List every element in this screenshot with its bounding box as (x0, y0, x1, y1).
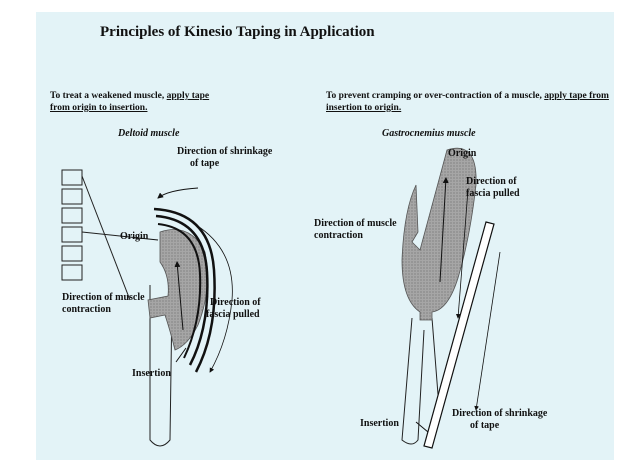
left-fascia-label-line1: Direction of (210, 297, 261, 308)
tibia-bone (402, 318, 424, 444)
left-fascia-label-line2: fascia pulled (206, 309, 260, 320)
right-contraction-label-line2: contraction (314, 230, 363, 241)
right-shrinkage-label-line1: Direction of shrinkage (452, 408, 547, 419)
left-shrinkage-label-line1: Direction of shrinkage (177, 146, 272, 157)
gastrocnemius-muscle (402, 148, 476, 320)
left-contraction-label-line2: contraction (62, 304, 111, 315)
left-contraction-label-line1: Direction of muscle (62, 292, 145, 303)
left-origin-label: Origin (120, 231, 148, 242)
right-origin-label: Origin (448, 148, 476, 159)
deltoid-muscle (148, 230, 207, 351)
left-insertion-label: Insertion (132, 368, 171, 379)
left-shrinkage-label-line2: of tape (190, 158, 219, 169)
right-contraction-label-line1: Direction of muscle (314, 218, 397, 229)
right-fascia-label-line2: fascia pulled (466, 188, 520, 199)
right-fascia-label-line1: Direction of (466, 176, 517, 187)
right-shrinkage-label-line2: of tape (470, 420, 499, 431)
right-insertion-label: Insertion (360, 418, 399, 429)
